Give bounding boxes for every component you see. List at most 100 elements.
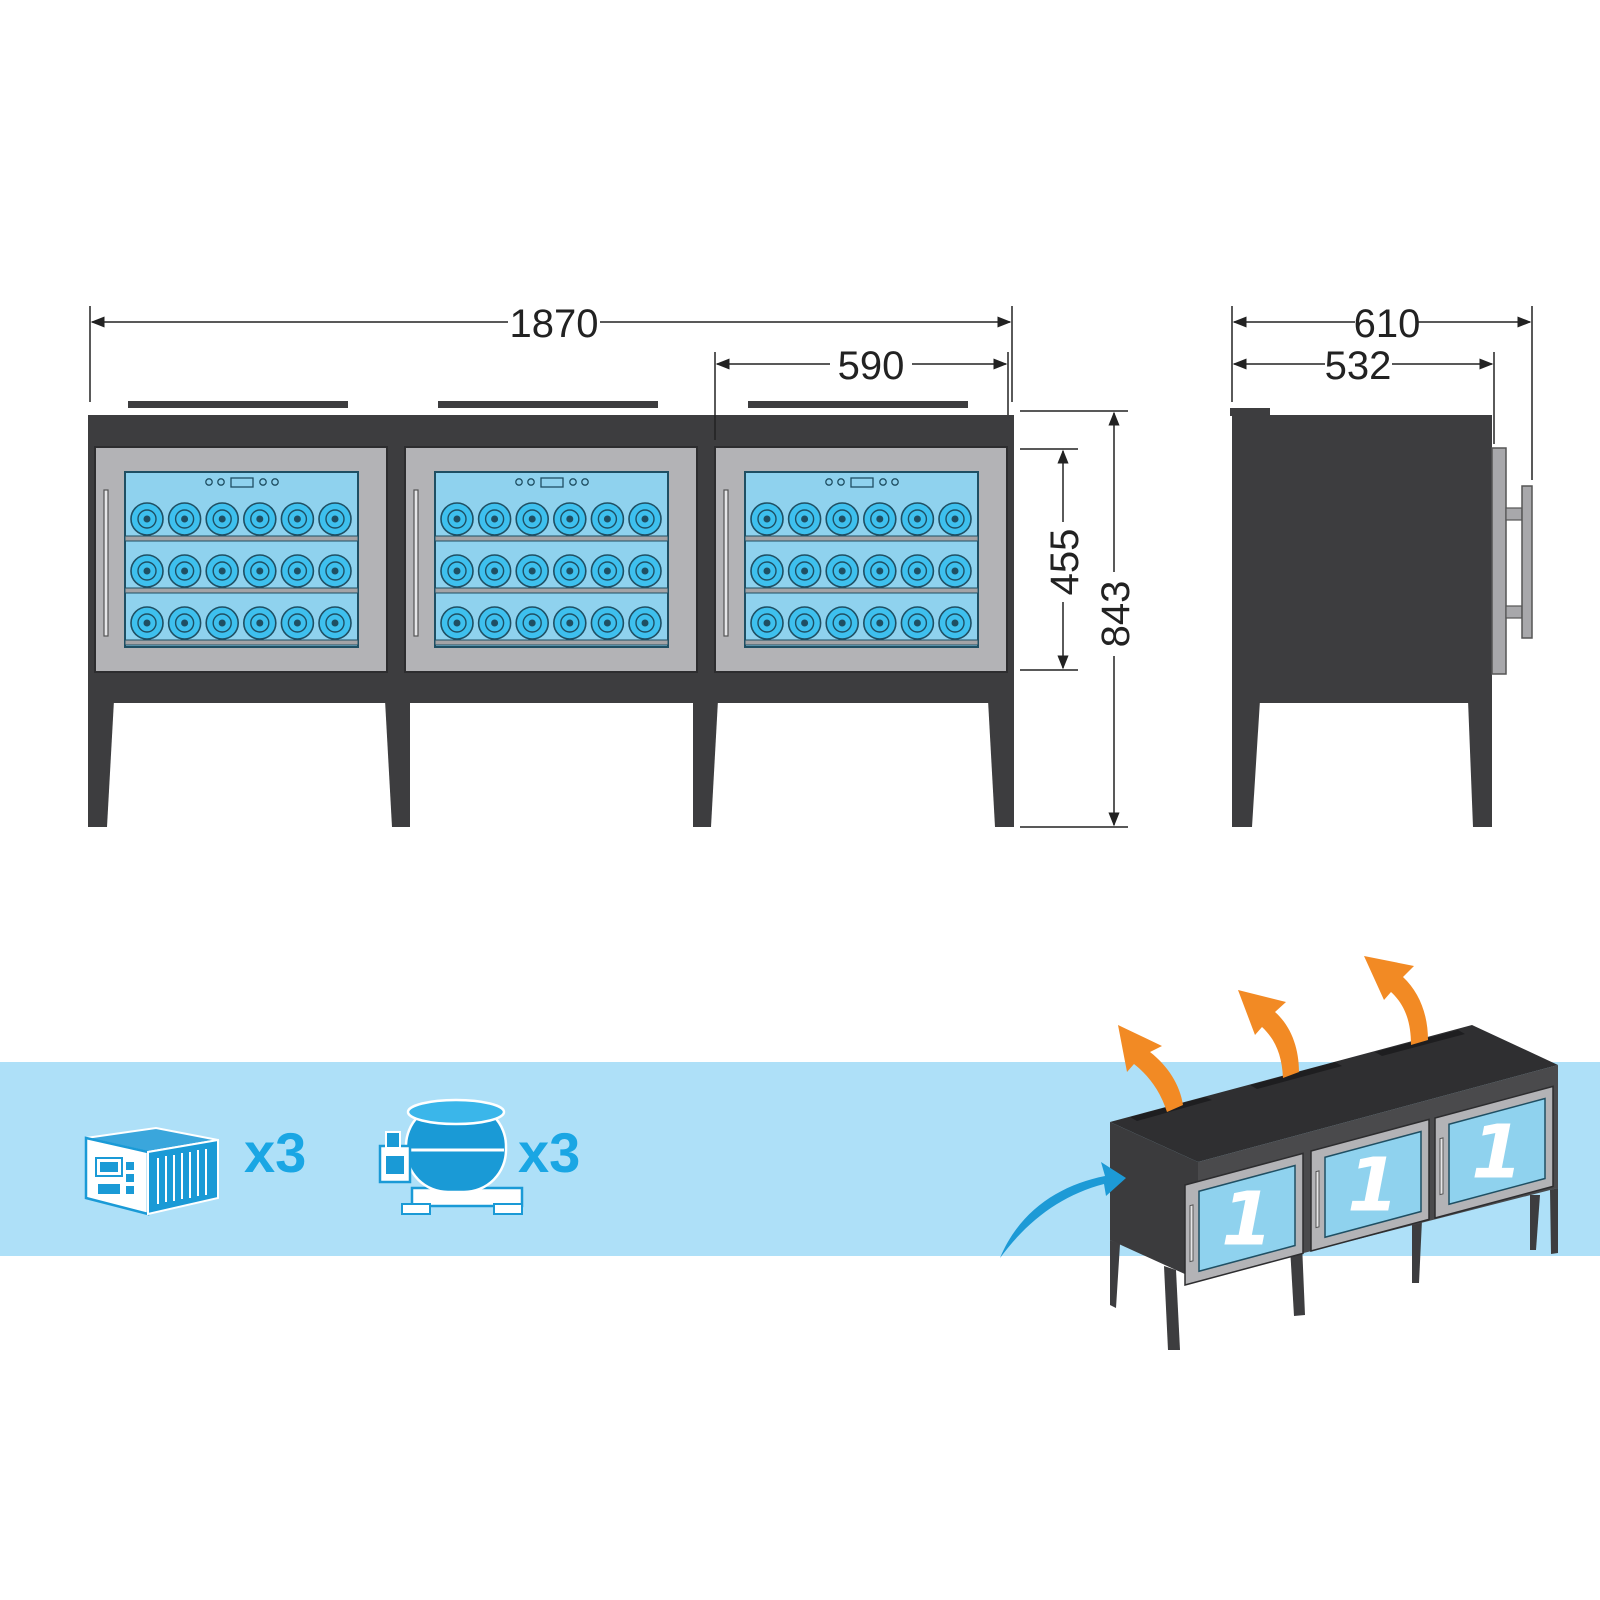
shelf bbox=[124, 587, 359, 594]
bottle-ring bbox=[212, 561, 232, 581]
bottle-neck bbox=[528, 567, 536, 575]
bottle-neck bbox=[838, 567, 846, 575]
bottle-neck bbox=[453, 619, 461, 627]
bottle-neck bbox=[566, 515, 574, 523]
bottle-neck bbox=[181, 567, 189, 575]
control-button bbox=[837, 478, 845, 486]
cabinet-leg bbox=[693, 700, 718, 827]
control-button bbox=[205, 478, 213, 486]
bottle-neck bbox=[218, 515, 226, 523]
bottle-neck bbox=[641, 515, 649, 523]
total-width-label: 1870 bbox=[510, 302, 599, 346]
bottle-neck bbox=[218, 619, 226, 627]
air-exhaust-arrow-icon bbox=[1118, 1025, 1183, 1112]
bottle-ring bbox=[907, 561, 928, 581]
cabinet-top bbox=[1110, 1025, 1558, 1162]
bottle-ring bbox=[794, 509, 815, 529]
zone-number: 1 bbox=[1221, 1176, 1273, 1262]
air-exhaust-arrow-icon bbox=[1364, 956, 1428, 1045]
bottle-ring bbox=[832, 561, 852, 581]
bottle-neck bbox=[603, 619, 611, 627]
bottle-neck bbox=[801, 619, 809, 627]
bottle-ring bbox=[832, 509, 852, 529]
cabinet-leg bbox=[1468, 700, 1492, 827]
bottle-ring bbox=[870, 509, 890, 529]
bottle-ring bbox=[137, 509, 157, 529]
bottle-ring bbox=[597, 509, 618, 529]
cabinet-side bbox=[1110, 1122, 1198, 1280]
bottle-neck bbox=[838, 515, 846, 523]
bottle-ring bbox=[484, 561, 505, 581]
bottle-ring bbox=[484, 509, 505, 529]
bottle-ring bbox=[287, 561, 308, 581]
cabinet-leg bbox=[88, 700, 114, 827]
bottle-neck bbox=[491, 567, 499, 575]
bottle-ring bbox=[174, 509, 195, 529]
control-button bbox=[515, 478, 523, 486]
bottle-neck bbox=[143, 567, 151, 575]
bottle-ring bbox=[945, 509, 965, 529]
bottle-ring bbox=[212, 613, 232, 633]
air-intake-arrow-icon bbox=[1000, 1162, 1126, 1258]
bottle-ring bbox=[522, 613, 542, 633]
bottle-neck bbox=[641, 567, 649, 575]
total-height-label: 843 bbox=[1094, 581, 1138, 648]
bottle-neck bbox=[801, 567, 809, 575]
bottle-neck bbox=[763, 515, 771, 523]
bottle-ring bbox=[597, 613, 618, 633]
bottle-ring bbox=[597, 561, 618, 581]
control-button bbox=[259, 478, 267, 486]
bottle-ring bbox=[832, 613, 852, 633]
front-dimensions: 1870 590 455 843 bbox=[89, 302, 1138, 828]
vent-plate bbox=[748, 401, 968, 408]
bottle-ring bbox=[757, 613, 777, 633]
bottle-neck bbox=[181, 619, 189, 627]
bottle-neck bbox=[876, 567, 884, 575]
cabinet-leg bbox=[1412, 1220, 1422, 1283]
shelf bbox=[744, 587, 979, 594]
bottle-neck bbox=[763, 567, 771, 575]
compressor-count: x3 bbox=[518, 1121, 580, 1184]
bottle-neck bbox=[256, 619, 264, 627]
bottle-neck bbox=[951, 515, 959, 523]
bottle-ring bbox=[484, 613, 505, 633]
control-button bbox=[825, 478, 833, 486]
bottle-neck bbox=[913, 567, 921, 575]
zone-number: 1 bbox=[1347, 1142, 1399, 1228]
handle-mount bbox=[1505, 605, 1523, 619]
bottle-neck bbox=[331, 619, 339, 627]
shelf bbox=[434, 535, 669, 542]
cabinet-leg bbox=[385, 700, 410, 827]
glass-panel bbox=[1324, 1130, 1422, 1239]
door-handle bbox=[723, 489, 729, 637]
control-button bbox=[271, 478, 279, 486]
bottle-neck bbox=[218, 567, 226, 575]
bottle-neck bbox=[181, 515, 189, 523]
bottle-ring bbox=[137, 561, 157, 581]
vent-slot bbox=[1250, 1062, 1342, 1089]
vent-plate bbox=[128, 401, 348, 408]
door-handle bbox=[1439, 1137, 1444, 1196]
shelf bbox=[434, 639, 669, 646]
bottle-ring bbox=[287, 613, 308, 633]
bottle-neck bbox=[838, 619, 846, 627]
door-handle bbox=[1315, 1170, 1320, 1229]
door-handle bbox=[1189, 1204, 1194, 1263]
cabinet-leg bbox=[988, 700, 1014, 827]
bottle-ring bbox=[945, 613, 965, 633]
body-depth-label: 532 bbox=[1325, 344, 1392, 388]
shelf bbox=[744, 639, 979, 646]
bottle-ring bbox=[635, 509, 655, 529]
bottle-ring bbox=[794, 613, 815, 633]
vent-plate bbox=[438, 401, 658, 408]
door-height-label: 455 bbox=[1043, 529, 1087, 596]
bottle-neck bbox=[603, 515, 611, 523]
air-exhaust-arrow-icon bbox=[1238, 990, 1299, 1078]
bottle-neck bbox=[256, 567, 264, 575]
bottle-ring bbox=[250, 561, 270, 581]
side-dimensions: 610 532 bbox=[1231, 302, 1533, 480]
cabinet-leg bbox=[1290, 1244, 1305, 1316]
bottle-neck bbox=[293, 515, 301, 523]
